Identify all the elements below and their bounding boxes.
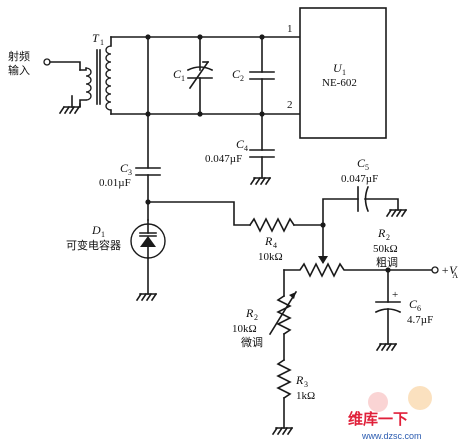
svg-text:C: C [409, 297, 418, 311]
varactor-d1: D 1 可变电容器 [66, 219, 166, 295]
svg-text:10kΩ: 10kΩ [232, 323, 257, 335]
svg-text:4.7µF: 4.7µF [407, 314, 433, 326]
svg-text:0.047µF: 0.047µF [341, 173, 378, 185]
ground-c4 [249, 176, 272, 186]
svg-text:10kΩ: 10kΩ [258, 251, 283, 263]
svg-text:50kΩ: 50kΩ [373, 243, 398, 255]
resistor-r4: R 4 10kΩ [248, 217, 324, 263]
svg-text:+V: +V [441, 263, 458, 277]
svg-text:1: 1 [287, 23, 293, 35]
rf-input-terminal [43, 58, 81, 71]
svg-text:4: 4 [244, 144, 248, 153]
svg-text:维库一下: 维库一下 [348, 410, 408, 428]
svg-text:C: C [232, 67, 241, 81]
svg-text:U: U [333, 61, 343, 75]
svg-text:2: 2 [240, 74, 244, 83]
capacitor-c4: C 4 0.047µF [205, 113, 275, 179]
svg-text:射频: 射频 [8, 49, 30, 63]
svg-text:T: T [92, 31, 100, 45]
svg-text:NE-602: NE-602 [322, 77, 357, 89]
svg-text:2: 2 [386, 233, 390, 242]
svg-text:5: 5 [365, 163, 369, 172]
capacitor-c3: C 3 0.01µF [99, 161, 161, 221]
svg-text:0.01µF: 0.01µF [99, 177, 131, 189]
capacitor-c2: C 2 [232, 36, 275, 115]
svg-text:1: 1 [342, 68, 346, 77]
svg-text:6: 6 [417, 304, 421, 313]
svg-text:C: C [173, 67, 182, 81]
svg-text:A: A [452, 271, 458, 280]
resistor-r3: R 3 1kΩ [276, 358, 315, 429]
svg-text:R: R [377, 226, 386, 240]
svg-text:R: R [264, 234, 273, 248]
svg-text:2: 2 [254, 313, 258, 322]
potentiometer-r2-coarse: R 2 50kΩ 粗调 [283, 224, 398, 278]
variable-resistor-r2-fine: R 2 10kΩ 微调 [232, 269, 298, 361]
capacitor-c5: C 5 0.047µF [322, 156, 399, 226]
svg-text:1: 1 [100, 38, 104, 47]
svg-text:4: 4 [273, 241, 277, 250]
svg-text:1kΩ: 1kΩ [296, 390, 315, 402]
svg-text:1: 1 [101, 230, 105, 239]
capacitor-c1: C 1 [173, 36, 214, 115]
svg-text:微调: 微调 [241, 335, 263, 349]
ic-u1: 1 2 U 1 NE-602 [287, 7, 387, 139]
svg-text:3: 3 [128, 168, 132, 177]
capacitor-c6: + C 6 4.7µF [374, 269, 433, 345]
svg-text:R: R [245, 306, 254, 320]
svg-text:1: 1 [181, 74, 185, 83]
rf-input-label: 射频 输入 [8, 49, 30, 77]
ground-primary [58, 95, 81, 115]
svg-text:C: C [236, 137, 245, 151]
wire-to-r4 [147, 201, 251, 226]
supply-terminal-va: +V A [387, 263, 458, 280]
svg-text:R: R [295, 373, 304, 387]
svg-text:0.047µF: 0.047µF [205, 153, 242, 165]
svg-text:3: 3 [304, 380, 308, 389]
svg-text:粗调: 粗调 [376, 256, 398, 269]
watermark: 维库一下 www.dzsc.com [348, 386, 432, 441]
svg-text:www.dzsc.com: www.dzsc.com [361, 431, 422, 441]
transformer-t1: T 1 [79, 31, 112, 115]
ground-r3 [271, 426, 294, 436]
svg-text:2: 2 [287, 99, 293, 111]
svg-text:D: D [91, 223, 101, 237]
svg-text:C: C [120, 161, 129, 175]
svg-text:输入: 输入 [8, 63, 30, 77]
svg-text:可变电容器: 可变电容器 [66, 238, 121, 252]
ground-c6 [375, 342, 398, 352]
ground-d1 [135, 292, 158, 302]
ground-c5 [385, 208, 408, 218]
svg-text:C: C [357, 156, 366, 170]
svg-text:+: + [392, 289, 398, 301]
